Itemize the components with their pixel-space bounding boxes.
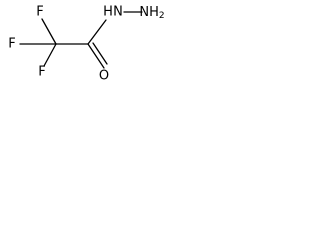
- atom-f-top: F: [36, 5, 43, 20]
- bond-c-o-inner: [92, 42, 108, 65]
- atom-o: O: [99, 69, 109, 84]
- bond-carbonyl-n: [87, 19, 107, 45]
- atom-n: N: [113, 5, 123, 20]
- bond-cf3-f-bottom: [43, 43, 57, 67]
- atom-f-left: F: [8, 37, 15, 52]
- atom-nh2: NH2: [139, 5, 164, 22]
- atom-nh2-main: NH: [139, 5, 159, 20]
- trifluoroacetohydrazide-structure: F F F H N NH2 O: [8, 5, 164, 84]
- atom-h-on-n: H: [103, 5, 113, 20]
- atom-f-bottom: F: [38, 65, 45, 80]
- bond-c-o-outer: [87, 43, 105, 69]
- bond-cf3-f-top: [41, 18, 57, 45]
- atom-nh2-subscript: 2: [159, 11, 165, 21]
